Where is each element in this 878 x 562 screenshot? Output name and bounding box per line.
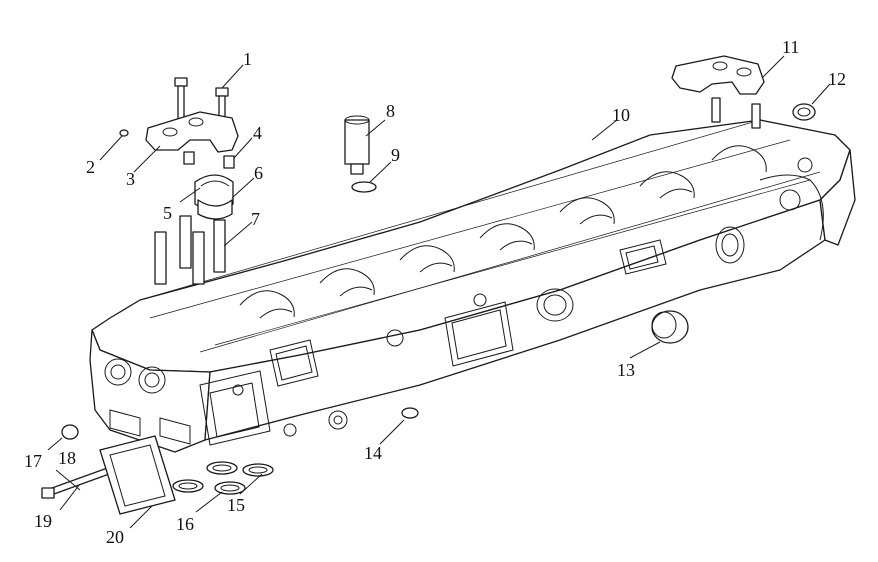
callout-13: 13 bbox=[617, 360, 635, 380]
cylinder-head-side-face bbox=[204, 199, 826, 441]
callout-5: 5 bbox=[163, 203, 172, 223]
o-ring-9 bbox=[351, 181, 377, 193]
cylinder-head-rear-face bbox=[819, 149, 856, 246]
callout-20: 20 bbox=[106, 527, 124, 547]
dowel-pin-2 bbox=[119, 129, 129, 137]
callout-10: 10 bbox=[612, 105, 630, 125]
cup-plug-13 bbox=[651, 310, 689, 344]
callout-18: 18 bbox=[58, 448, 76, 468]
top-rails bbox=[139, 119, 821, 353]
sleeve-4b bbox=[183, 151, 195, 165]
exhaust-flange-area bbox=[199, 370, 297, 446]
callout-4: 4 bbox=[253, 123, 262, 143]
gasket-20 bbox=[99, 435, 176, 515]
leader-lines bbox=[47, 55, 831, 529]
bearing-cap-11 bbox=[671, 55, 765, 95]
callout-8: 8 bbox=[386, 101, 395, 121]
callout-6: 6 bbox=[254, 163, 263, 183]
rear-end-details bbox=[759, 157, 824, 241]
injector-sleeve-8 bbox=[344, 115, 370, 175]
cam-saddles bbox=[239, 145, 767, 319]
plug-14 bbox=[401, 407, 419, 419]
guide-pins-7 bbox=[154, 215, 226, 285]
nut-17 bbox=[61, 424, 79, 440]
plug-12 bbox=[792, 103, 816, 121]
cylinder-head-front-face bbox=[89, 329, 211, 453]
callout-9: 9 bbox=[391, 145, 400, 165]
callout-2: 2 bbox=[86, 157, 95, 177]
callout-7: 7 bbox=[251, 209, 260, 229]
callout-3: 3 bbox=[126, 169, 135, 189]
cylinder-head bbox=[89, 119, 856, 453]
sleeve-4 bbox=[223, 155, 235, 169]
bearing-shell-6 bbox=[197, 199, 233, 220]
callout-15: 15 bbox=[227, 495, 245, 515]
callout-19: 19 bbox=[34, 511, 52, 531]
callout-14: 14 bbox=[364, 443, 382, 463]
bearing-cap-3 bbox=[145, 111, 239, 153]
callout-11: 11 bbox=[782, 37, 800, 57]
seal-rings bbox=[172, 461, 274, 495]
callout-12: 12 bbox=[828, 69, 846, 89]
callout-16: 16 bbox=[176, 514, 194, 534]
front-face-ports bbox=[104, 358, 191, 445]
callout-1: 1 bbox=[243, 49, 252, 69]
side-ports bbox=[269, 226, 745, 430]
callout-17: 17 bbox=[24, 451, 42, 471]
